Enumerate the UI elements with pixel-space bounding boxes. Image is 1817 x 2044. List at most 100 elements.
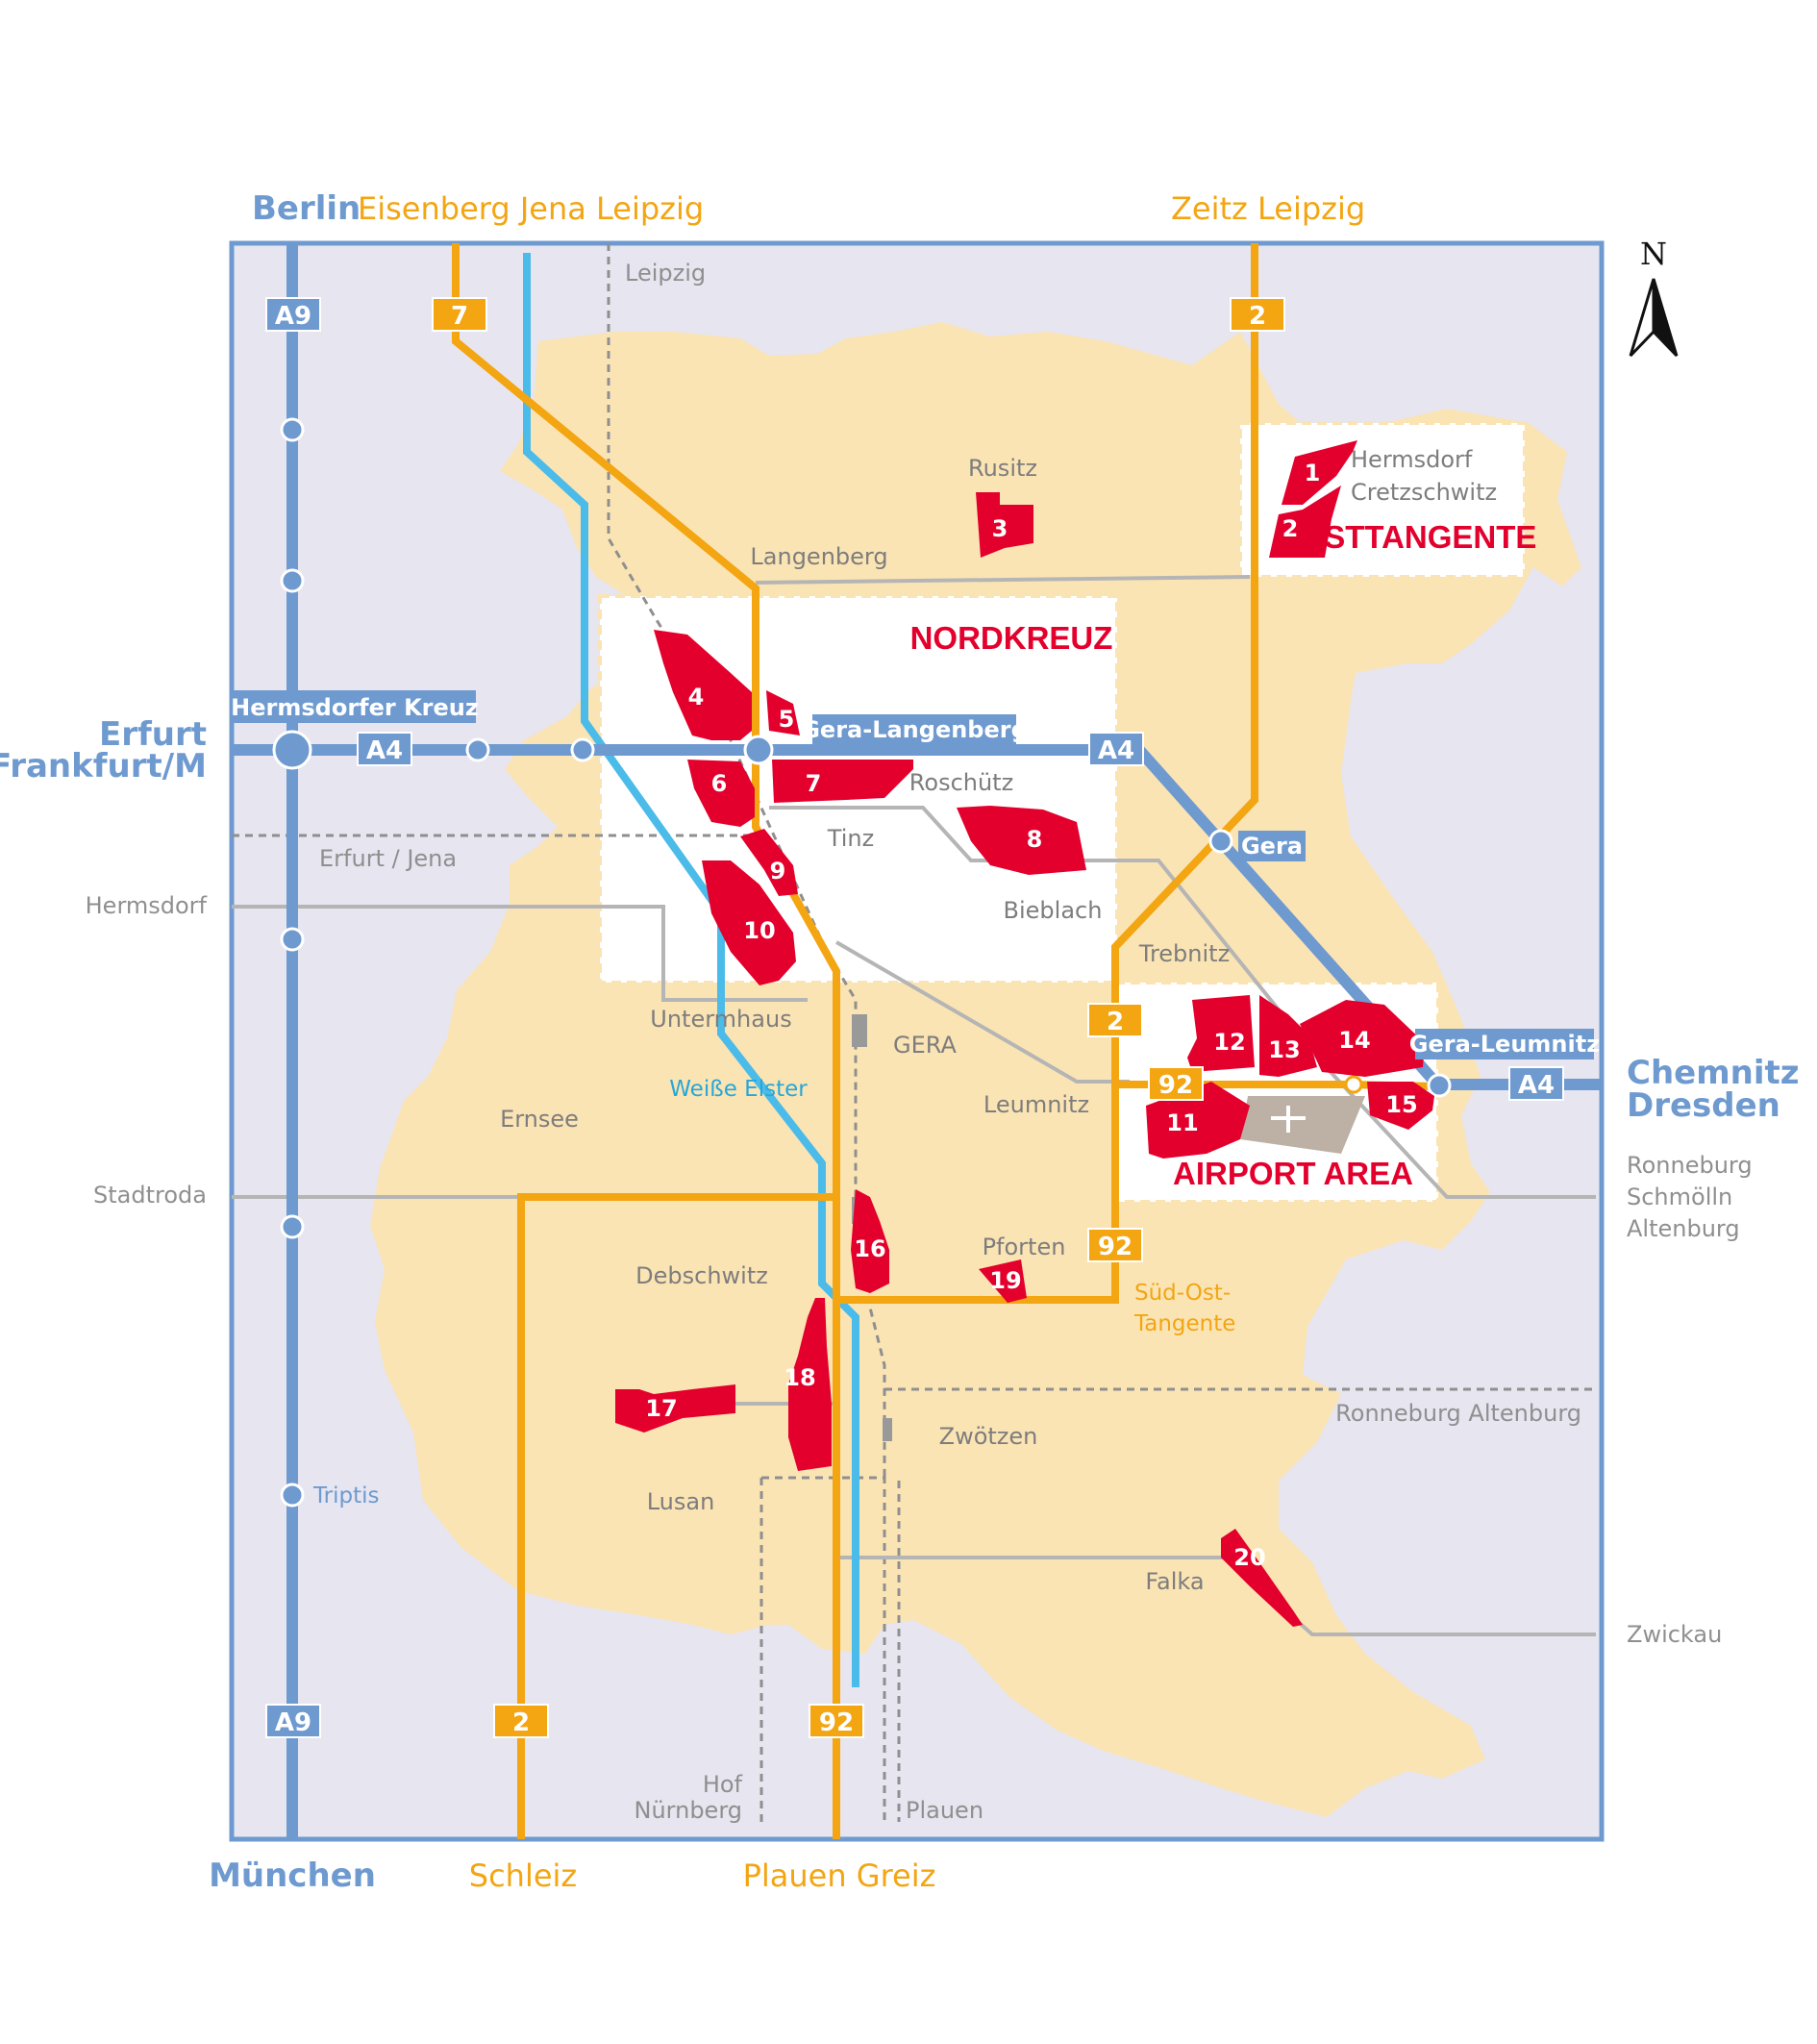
place-tinz: Tinz <box>827 825 874 852</box>
sites <box>615 440 1434 1627</box>
road-hermsdorf: Hermsdorf <box>86 892 208 919</box>
site-14 <box>1300 1000 1425 1077</box>
label-gera-langenberg: Gera-Langenberg <box>801 716 1028 743</box>
site-18 <box>788 1298 832 1471</box>
site-num-5: 5 <box>779 706 795 733</box>
site-num-13: 13 <box>1268 1036 1300 1063</box>
site-5 <box>766 690 800 735</box>
road-altenburg: Altenburg <box>1627 1215 1740 1242</box>
dest-schleiz: Schleiz <box>469 1857 577 1894</box>
site-10 <box>702 860 796 985</box>
place-ernsee: Ernsee <box>500 1106 579 1133</box>
site-3 <box>976 492 1033 558</box>
shield-a9-bottom: A9 <box>275 1708 311 1737</box>
site-15 <box>1367 1082 1434 1130</box>
station-gera-hbf <box>852 1014 867 1047</box>
shield-b7: 7 <box>451 302 468 331</box>
dest-chemnitz: Chemnitz <box>1627 1054 1800 1092</box>
site-2 <box>1269 486 1341 558</box>
rail-nuernberg: Nürnberg <box>635 1797 743 1824</box>
dest-muenchen: München <box>209 1857 376 1895</box>
place-hermsdorf: Hermsdorf <box>1351 446 1473 473</box>
site-16 <box>851 1189 889 1293</box>
label-gera-leumnitz: Gera-Leumnitz <box>1409 1031 1600 1058</box>
dest-erfurt: Erfurt <box>99 715 207 754</box>
site-7 <box>772 760 913 803</box>
site-12 <box>1187 995 1255 1072</box>
b92-junction <box>1344 1075 1363 1094</box>
site-num-8: 8 <box>1027 826 1043 853</box>
dest-dresden: Dresden <box>1627 1086 1780 1125</box>
site-num-17: 17 <box>645 1395 677 1422</box>
site-num-4: 4 <box>688 684 705 710</box>
label-box-hermsdorfer-kreuz <box>234 690 476 723</box>
label-gera: Gera <box>1241 833 1303 860</box>
dest-zeitz-leipzig: Zeitz Leipzig <box>1171 190 1365 227</box>
site-num-19: 19 <box>989 1267 1021 1294</box>
dest-plauen-greiz: Plauen Greiz <box>743 1857 936 1894</box>
zone-label-nordkreuz: NORDKREUZ <box>910 620 1113 656</box>
site-num-6: 6 <box>711 770 728 797</box>
label-triptis: Triptis <box>312 1483 380 1508</box>
shield-b2-top: 2 <box>1249 302 1266 331</box>
rail-hof: Hof <box>703 1771 743 1798</box>
railway-dashed <box>232 243 1596 1822</box>
road-ronneburg: Ronneburg <box>1627 1152 1753 1179</box>
place-langenberg: Langenberg <box>750 543 887 570</box>
shield-a9-top: A9 <box>275 302 311 331</box>
place-pforten: Pforten <box>983 1234 1066 1260</box>
site-num-11: 11 <box>1166 1109 1198 1136</box>
site-num-1: 1 <box>1305 460 1321 486</box>
shield-a4-mid: A4 <box>1098 736 1134 765</box>
dest-frankfurt: Frankfurt/M <box>0 747 207 785</box>
place-untermhaus: Untermhaus <box>650 1006 791 1033</box>
site-num-3: 3 <box>992 515 1008 542</box>
shield-b92-bottom: 92 <box>819 1708 854 1737</box>
shield-a4-west: A4 <box>366 736 403 765</box>
rail-ronneburg-altenburg: Ronneburg Altenburg <box>1335 1400 1581 1427</box>
site-4 <box>654 630 752 740</box>
rail-erfurt-jena: Erfurt / Jena <box>319 845 457 872</box>
label-box-gera-leumnitz <box>1415 1029 1594 1059</box>
shield-b92-east: 92 <box>1098 1233 1133 1261</box>
site-num-18: 18 <box>784 1364 815 1391</box>
site-num-15: 15 <box>1385 1091 1417 1118</box>
site-num-7: 7 <box>806 770 822 797</box>
site-num-10: 10 <box>743 917 775 944</box>
dest-berlin: Berlin <box>252 189 361 228</box>
shield-b2-mid: 2 <box>1107 1008 1124 1036</box>
place-falka: Falka <box>1145 1568 1204 1595</box>
place-gera: GERA <box>893 1032 957 1059</box>
site-19 <box>979 1259 1027 1303</box>
zone-label-osttangente: OSTTANGENTE <box>1300 519 1537 555</box>
shield-a4-east: A4 <box>1518 1071 1555 1100</box>
site-9 <box>740 829 798 896</box>
place-sued-ost-1: Süd-Ost- <box>1134 1281 1231 1306</box>
place-rusitz: Rusitz <box>968 455 1037 482</box>
road-schmoelln: Schmölln <box>1627 1184 1732 1210</box>
north-arrow-icon <box>1629 278 1679 358</box>
site-num-9: 9 <box>770 858 786 885</box>
site-num-20: 20 <box>1233 1544 1265 1571</box>
station-zwoetzen <box>883 1418 892 1441</box>
label-box-gera <box>1238 831 1306 861</box>
place-bieblach: Bieblach <box>1004 897 1103 924</box>
site-num-12: 12 <box>1213 1029 1245 1056</box>
airport-runway <box>1240 1096 1365 1154</box>
rail-leipzig: Leipzig <box>625 260 706 287</box>
place-debschwitz: Debschwitz <box>635 1262 768 1289</box>
label-hermsdorfer-kreuz: Hermsdorfer Kreuz <box>231 694 479 721</box>
north-label: N <box>1640 236 1667 272</box>
regional-roads <box>232 575 1596 1636</box>
site-num-14: 14 <box>1338 1027 1370 1054</box>
place-cretzschwitz: Cretzschwitz <box>1351 479 1497 506</box>
place-leumnitz: Leumnitz <box>983 1091 1089 1118</box>
site-20 <box>1221 1529 1303 1627</box>
dest-eisenberg-jena-leipzig: Eisenberg Jena Leipzig <box>358 190 704 227</box>
site-13 <box>1259 995 1317 1077</box>
place-roschuetz: Roschütz <box>909 769 1013 796</box>
road-stadtroda: Stadtroda <box>93 1182 207 1209</box>
zone-label-airport: AIRPORT AREA <box>1173 1156 1413 1191</box>
autobahn-junctions <box>272 417 1452 1508</box>
